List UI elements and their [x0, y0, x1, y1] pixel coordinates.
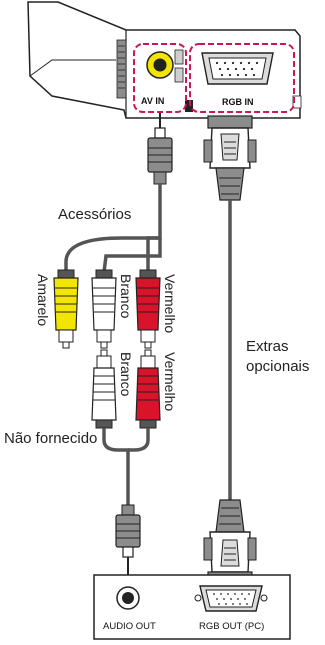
av-in-highlight — [133, 43, 187, 113]
rgb-in-highlight — [189, 43, 295, 113]
rca-plug-red-top — [135, 269, 161, 349]
av-cable-upper — [64, 113, 173, 273]
audio-out-label: AUDIO OUT — [103, 621, 156, 632]
side-port-2 — [174, 67, 184, 83]
vent-grill — [116, 39, 127, 99]
av-in-label: AV IN — [141, 96, 165, 106]
extras-label-line2: opcionais — [246, 358, 310, 375]
rca-plug-white-top — [91, 269, 117, 349]
pc-panel — [93, 574, 291, 640]
side-port-3 — [185, 100, 193, 112]
amarelo-label: Amarelo — [35, 274, 51, 327]
rgb-out-label: RGB OUT (PC) — [199, 621, 265, 632]
av-in-jack — [146, 51, 174, 79]
vermelho-top-label: Vermelho — [162, 274, 178, 334]
rca-plug-red-bottom — [135, 349, 161, 429]
vga-cable — [203, 115, 257, 583]
branco-top-label: Branco — [118, 274, 134, 319]
rca-plug-white-bottom — [91, 349, 117, 429]
audio-cable-lower — [102, 428, 150, 578]
not-supplied-label: Não fornecido — [4, 430, 98, 447]
side-port-1 — [174, 49, 184, 65]
rgb-out-port — [194, 585, 268, 612]
accessories-label: Acessórios — [58, 206, 132, 223]
branco-bottom-label: Branco — [118, 352, 134, 397]
rgb-in-port — [201, 52, 274, 85]
vermelho-bottom-label: Vermelho — [162, 352, 178, 412]
rgb-in-label: RGB IN — [222, 97, 254, 107]
rca-plug-yellow — [53, 269, 79, 349]
extras-label-line1: Extras — [246, 338, 289, 355]
